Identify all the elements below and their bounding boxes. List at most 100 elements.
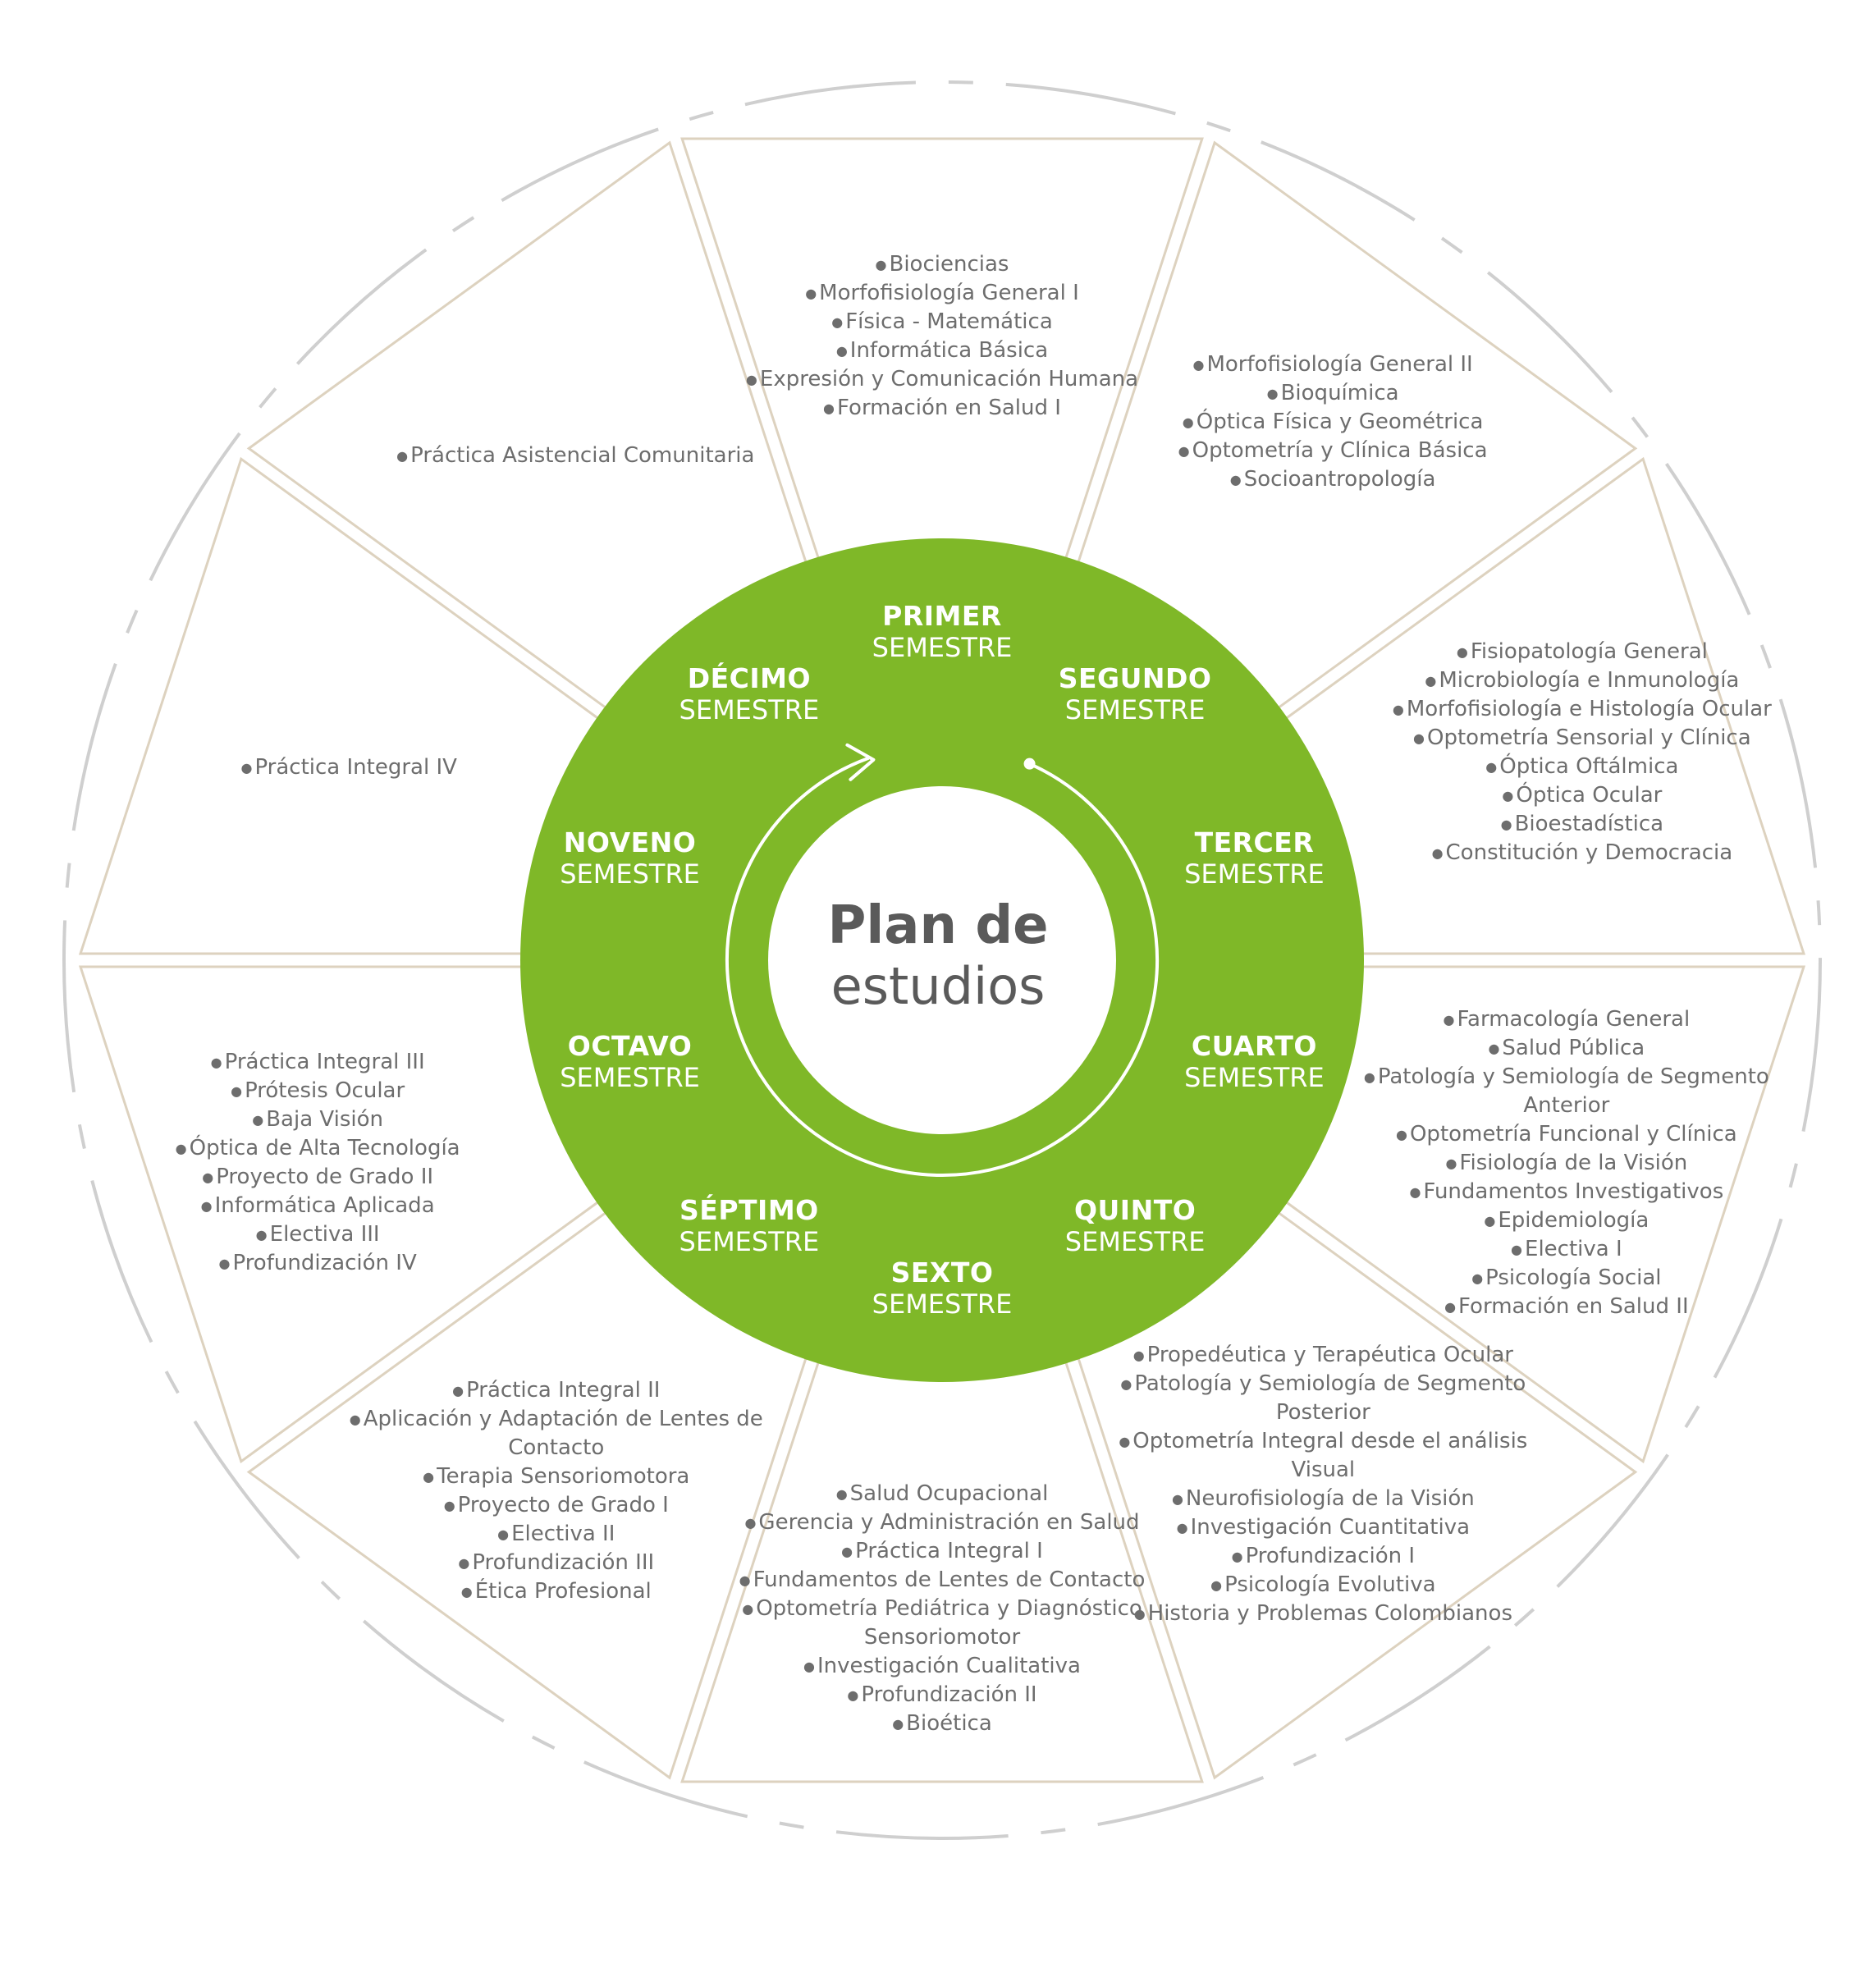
course-item: ●Morfofisiología e Histología Ocular xyxy=(1393,695,1772,724)
course-name: Prótesis Ocular xyxy=(245,1078,405,1104)
course-item: ●Microbiología e Inmunología xyxy=(1425,666,1739,695)
bullet-icon: ● xyxy=(847,1687,859,1703)
course-name: Historia y Problemas Colombianos xyxy=(1147,1601,1512,1627)
bullet-icon: ● xyxy=(1431,844,1444,861)
semester-word: SEMESTRE xyxy=(679,1225,820,1257)
course-name: Investigación Cuantitativa xyxy=(1190,1515,1471,1540)
course-item: ●Proyecto de Grado II xyxy=(202,1163,433,1192)
bullet-icon: ● xyxy=(803,1658,815,1674)
course-item: ●Física - Matemática xyxy=(831,308,1053,336)
course-list-semester-10: ●Práctica Asistencial Comunitaria xyxy=(354,442,797,470)
bullet-icon: ● xyxy=(1409,1183,1421,1200)
course-item: ●Biociencias xyxy=(876,250,1009,279)
bullet-icon: ● xyxy=(240,759,253,776)
course-item: ●Psicología Social xyxy=(1471,1264,1661,1293)
course-item: ●Optometría Integral desde el análisis V… xyxy=(1101,1427,1544,1485)
course-item: ●Socioantropología xyxy=(1230,465,1436,494)
course-name: Electiva II xyxy=(511,1522,615,1547)
course-name: Socioantropología xyxy=(1243,467,1436,492)
course-name: Aplicación y Adaptación de Lentes de Con… xyxy=(363,1407,763,1461)
course-item: ●Electiva I xyxy=(1511,1235,1622,1264)
course-list-semester-1: ●Biociencias●Morfofisiología General I●F… xyxy=(721,250,1164,423)
course-name: Óptica Física y Geométrica xyxy=(1196,410,1484,435)
semester-word: SEMESTRE xyxy=(679,694,820,726)
course-item: ●Bioética xyxy=(892,1709,992,1738)
course-name: Práctica Asistencial Comunitaria xyxy=(410,442,755,468)
semester-label-6: SEXTO SEMESTRE xyxy=(844,1257,1041,1320)
course-name: Neurofisiología de la Visión xyxy=(1185,1486,1475,1512)
course-name: Propedéutica y Terapéutica Ocular xyxy=(1146,1343,1513,1368)
course-item: ●Óptica Física y Geométrica xyxy=(1183,408,1484,437)
course-name: Óptica Ocular xyxy=(1516,782,1663,808)
bullet-icon: ● xyxy=(1485,758,1498,775)
course-name: Epidemiología xyxy=(1498,1207,1650,1233)
course-list-semester-4: ●Farmacología General●Salud Pública●Pato… xyxy=(1345,1005,1788,1321)
semester-label-2: SEGUNDO SEMESTRE xyxy=(1036,663,1233,726)
semester-ordinal: OCTAVO xyxy=(567,1029,693,1062)
course-item: ●Formación en Salud II xyxy=(1444,1293,1689,1321)
course-item: ●Práctica Integral IV xyxy=(240,753,456,782)
course-name: Optometría Sensorial y Clínica xyxy=(1427,725,1751,750)
bullet-icon: ● xyxy=(1210,1577,1223,1594)
semester-ordinal: DÉCIMO xyxy=(687,662,812,695)
bullet-icon: ● xyxy=(835,1485,848,1502)
course-name: Salud Pública xyxy=(1502,1035,1645,1060)
course-name: Psicología Social xyxy=(1485,1265,1662,1290)
bullet-icon: ● xyxy=(841,1543,853,1559)
bullet-icon: ● xyxy=(835,343,848,359)
course-name: Morfofisiología e Histología Ocular xyxy=(1406,696,1772,721)
course-item: ●Práctica Integral II xyxy=(452,1376,660,1405)
course-name: Óptica de Alta Tecnología xyxy=(189,1136,460,1161)
bullet-icon: ● xyxy=(745,372,757,387)
course-name: Bioquímica xyxy=(1280,381,1399,406)
semester-ordinal: QUINTO xyxy=(1073,1193,1197,1226)
course-name: Terapia Sensoriomotora xyxy=(437,1464,690,1490)
course-name: Patología y Semiología de Segmento Anter… xyxy=(1377,1064,1769,1118)
bullet-icon: ● xyxy=(231,1083,243,1100)
bullet-icon: ● xyxy=(1456,643,1468,660)
semester-word: SEMESTRE xyxy=(1184,858,1325,890)
course-item: ●Epidemiología xyxy=(1484,1206,1649,1235)
course-name: Expresión y Comunicación Humana xyxy=(759,367,1139,391)
bullet-icon: ● xyxy=(443,1498,455,1514)
course-name: Electiva III xyxy=(269,1222,380,1247)
bullet-icon: ● xyxy=(1229,472,1242,488)
semester-ordinal: SÉPTIMO xyxy=(679,1193,819,1226)
semester-word: SEMESTRE xyxy=(560,858,700,890)
bullet-icon: ● xyxy=(1511,1241,1523,1257)
course-name: Óptica Oftálmica xyxy=(1499,753,1679,779)
course-name: Proyecto de Grado I xyxy=(457,1493,669,1518)
course-item: ●Patología y Semiología de Segmento Post… xyxy=(1101,1370,1544,1427)
course-name: Morfofisiología General I xyxy=(819,281,1079,305)
course-item: ●Profundización II xyxy=(847,1681,1036,1709)
course-name: Práctica Integral I xyxy=(855,1538,1043,1563)
course-name: Bioética xyxy=(906,1710,992,1736)
bullet-icon: ● xyxy=(200,1198,213,1215)
course-name: Fundamentos Investigativos xyxy=(1423,1179,1724,1204)
bullet-icon: ● xyxy=(1443,1011,1455,1027)
course-item: ●Profundización IV xyxy=(219,1249,417,1278)
bullet-icon: ● xyxy=(1176,1520,1188,1536)
semester-word: SEMESTRE xyxy=(1064,1225,1206,1257)
bullet-icon: ● xyxy=(875,257,887,272)
course-name: Constitución y Democracia xyxy=(1445,840,1733,865)
course-item: ●Electiva II xyxy=(497,1520,615,1549)
course-name: Proyecto de Grado II xyxy=(216,1165,434,1190)
bullet-icon: ● xyxy=(1502,787,1514,803)
bullet-icon: ● xyxy=(1171,1491,1183,1508)
course-name: Física - Matemática xyxy=(845,309,1053,334)
course-item: ●Morfofisiología General I xyxy=(805,279,1079,308)
course-name: Práctica Integral IV xyxy=(254,754,457,780)
cycle-arrowhead xyxy=(845,743,876,781)
semester-label-4: CUARTO SEMESTRE xyxy=(1155,1030,1352,1093)
course-item: ●Farmacología General xyxy=(1444,1005,1691,1034)
center-title: Plan de estudios xyxy=(774,895,1102,1016)
bullet-icon: ● xyxy=(739,1572,751,1588)
course-name: Baja Visión xyxy=(266,1107,384,1133)
bullet-icon: ● xyxy=(210,1055,222,1071)
bullet-icon: ● xyxy=(1182,414,1194,431)
course-name: Optometría Pediátrica y Diagnóstico Sens… xyxy=(756,1595,1142,1650)
course-name: Electiva I xyxy=(1525,1236,1622,1261)
course-name: Práctica Integral III xyxy=(224,1050,425,1075)
